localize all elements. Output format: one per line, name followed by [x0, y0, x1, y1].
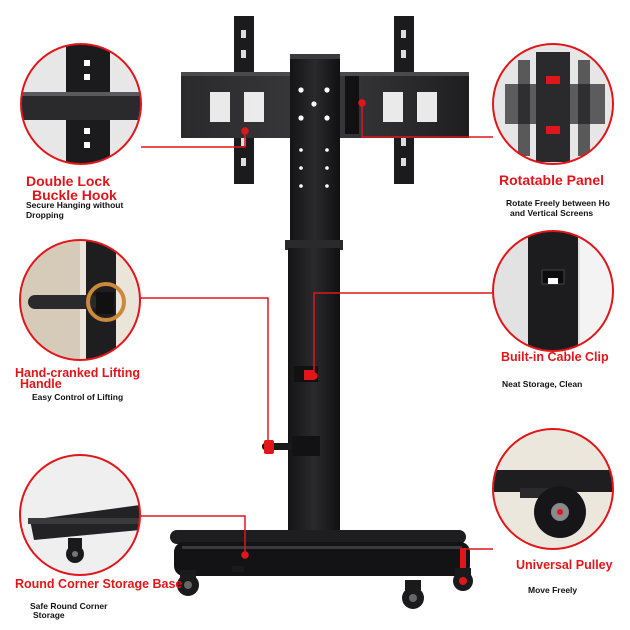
- double-lock-desc-line1: Secure Hanging without: [26, 200, 124, 210]
- pulley-title: Universal Pulley: [516, 558, 613, 572]
- detail-circle-cable-clip: [492, 230, 614, 352]
- tv-stand: [170, 16, 473, 609]
- rotatable-panel-title: Rotatable Panel: [499, 172, 605, 188]
- detail-circle-double-lock: [20, 43, 142, 165]
- storage-base-title: Round Corner Storage Base: [15, 577, 183, 591]
- rotatable-panel-desc-line2: and Vertical Screens: [510, 208, 594, 218]
- double-lock-desc-line2: Dropping: [26, 210, 64, 220]
- double-lock-title-line1: Double Lock: [26, 173, 111, 189]
- cable-clip-title: Built-in Cable Clip: [501, 350, 609, 364]
- mounting-plate: [181, 72, 469, 138]
- hand-crank-title-line2: Handle: [20, 377, 62, 391]
- storage-base: [170, 530, 470, 576]
- hand-crank-title-line1: Hand-cranked Lifting: [15, 366, 141, 380]
- storage-base-desc-line2: Storage: [33, 610, 65, 620]
- detail-circle-hand-crank: [19, 239, 141, 361]
- cable-clip-desc: Neat Storage, Clean: [502, 379, 583, 389]
- hand-crank-desc: Easy Control of Lifting: [32, 392, 124, 402]
- caster-wheels: [177, 566, 473, 609]
- rotatable-panel-desc-line1: Rotate Freely between Ho: [506, 198, 610, 208]
- column-lower: [285, 240, 343, 558]
- storage-base-desc-line1: Safe Round Corner: [30, 601, 108, 611]
- detail-circle-storage-base: [19, 454, 141, 576]
- detail-circle-pulley: [492, 428, 614, 550]
- callout-connector-lines: [139, 99, 493, 559]
- pulley-desc: Move Freely: [528, 585, 578, 595]
- double-lock-title-line2: Buckle Hook: [32, 187, 117, 203]
- column-upper: [290, 54, 340, 242]
- detail-circle-rotatable: [492, 43, 614, 165]
